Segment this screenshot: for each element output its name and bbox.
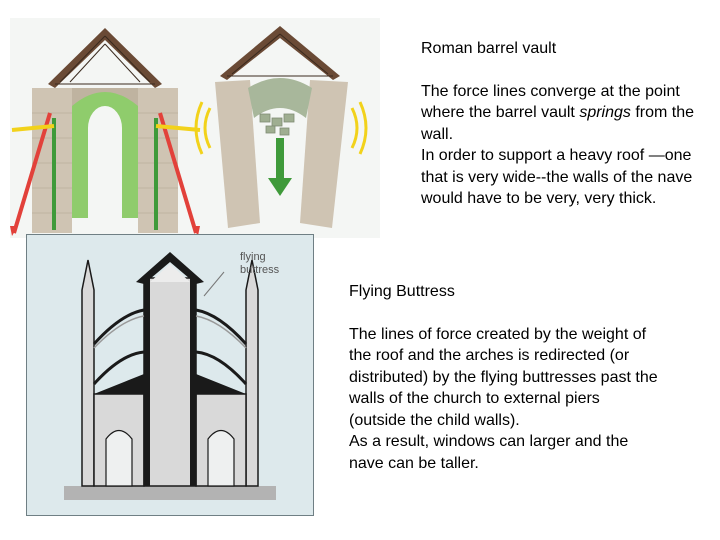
barrel-vault-illustration — [10, 18, 380, 238]
flying-buttress-paragraph-1: The lines of force created by the weight… — [349, 324, 659, 432]
barrel-vault-paragraph-1: The force lines converge at the point wh… — [421, 81, 701, 146]
diagram-label-flying: flying — [240, 251, 266, 263]
diagram-label-buttress: buttress — [240, 264, 280, 276]
barrel-vault-paragraph-2: In order to support a heavy roof —one th… — [421, 145, 701, 210]
springs-emphasis: springs — [579, 104, 631, 121]
flying-buttress-title: Flying Buttress — [349, 281, 659, 303]
barrel-vault-text: Roman barrel vault The force lines conve… — [421, 38, 701, 210]
flying-buttress-text: Flying Buttress The lines of force creat… — [349, 281, 659, 474]
barrel-vault-title: Roman barrel vault — [421, 38, 701, 60]
flying-buttress-paragraph-2: As a result, windows can larger and the … — [349, 431, 659, 474]
flying-buttress-diagram: flying buttress — [26, 234, 314, 516]
